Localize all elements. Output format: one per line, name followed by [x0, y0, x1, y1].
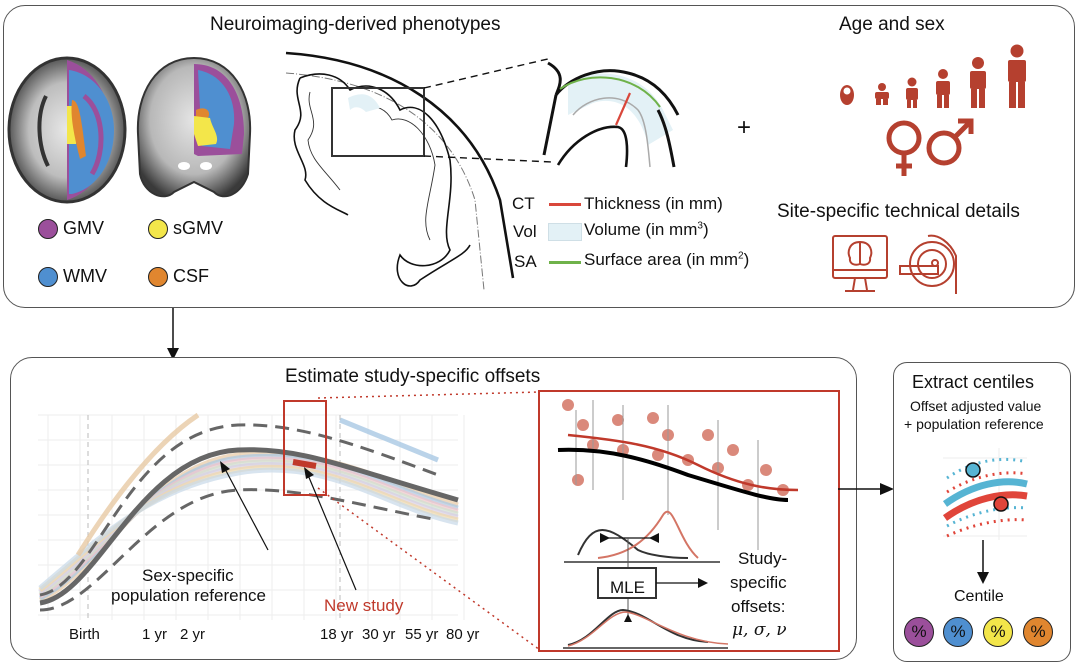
legend-csf: CSF	[148, 266, 209, 287]
plus-sign: +	[737, 114, 752, 141]
annotation-new-study: New study	[324, 596, 404, 615]
reference-fit-line	[557, 447, 789, 502]
measure-sa-swatch	[549, 261, 581, 264]
sgmv-swatch	[148, 218, 168, 239]
cortex-diagram	[285, 51, 553, 291]
adult-icon	[1008, 44, 1026, 108]
measure-sa-abbr: SA	[514, 252, 537, 271]
centiles-title: Extract centiles	[912, 372, 1035, 392]
population-reference-lower	[39, 488, 439, 612]
study-curve	[339, 417, 439, 463]
centile-arrow-down	[977, 540, 989, 584]
measure-ct-abbr: CT	[512, 194, 535, 213]
x-tick-55yr: 55 yr	[405, 626, 439, 643]
new-study-segment	[292, 459, 317, 469]
age-progression-icons	[840, 44, 1026, 108]
newborn-icon	[840, 85, 854, 105]
age-sex-title: Age and sex	[839, 14, 945, 35]
reference-annotation-arrow	[223, 466, 269, 551]
x-tick-30yr: 30 yr	[362, 626, 396, 643]
x-tick-2yr: 2 yr	[180, 626, 206, 643]
measure-vol-sup: 3	[697, 220, 703, 232]
centiles-panel	[893, 362, 1071, 662]
centiles-subtitle-2: + population reference	[904, 416, 1044, 432]
centiles-subtitle-1: Offset adjusted value	[910, 398, 1042, 414]
mle-detail	[538, 390, 840, 652]
gmv-swatch	[38, 218, 58, 239]
axial-brain-slice	[7, 56, 127, 204]
baby-icon	[875, 83, 889, 105]
legend-csf-label: CSF	[173, 266, 209, 286]
study-curve	[75, 412, 200, 557]
computer-brain-icon	[832, 235, 888, 292]
study-curve	[38, 467, 459, 590]
legend-wmv: WMV	[38, 266, 107, 287]
x-tick-birth: Birth	[69, 626, 100, 643]
male-symbol-icon	[926, 118, 974, 166]
x-tick-1yr: 1 yr	[142, 626, 168, 643]
csf-swatch	[148, 266, 168, 287]
measure-sa-text: Surface area (in mm	[584, 250, 738, 269]
centile-badge-sgmv-text: %	[990, 622, 1006, 641]
centile-badge-gmv-text: %	[911, 622, 927, 641]
measure-sa-label: Surface area (in mm2)	[584, 250, 749, 270]
measure-sa-sup: 2	[738, 250, 744, 262]
blue-data-point	[965, 462, 981, 478]
cortex-zoom-detail	[542, 61, 680, 168]
legend-sgmv-label: sGMV	[173, 218, 224, 238]
legend-wmv-label: WMV	[63, 266, 107, 286]
new-study-annotation-arrow	[307, 474, 357, 591]
flow-arrow-down	[167, 308, 179, 360]
measure-vol-text: Volume (in mm	[584, 220, 698, 239]
centile-badge-csf-text: %	[1030, 622, 1046, 641]
measure-ct-label: Thickness (in mm)	[584, 194, 723, 213]
centile-badge-wmv-text: %	[950, 622, 966, 641]
annotation-reference-line1: Sex-specific	[142, 566, 234, 585]
legend-sgmv: sGMV	[148, 218, 223, 239]
population-reference-median	[39, 447, 459, 606]
reference-annotation-arrowhead	[220, 461, 230, 473]
measure-vol-suffix: )	[702, 220, 709, 239]
measure-vol-abbr: Vol	[513, 222, 537, 241]
teen-icon	[970, 57, 986, 108]
centile-badge-sgmv: %	[983, 617, 1013, 647]
female-symbol-icon	[886, 120, 922, 176]
centile-badge-csf: %	[1023, 617, 1053, 647]
red-data-point	[993, 496, 1009, 512]
centile-badge-wmv: %	[943, 617, 973, 647]
x-tick-18yr: 18 yr	[320, 626, 354, 643]
population-reference-upper	[39, 423, 439, 597]
site-details-title: Site-specific technical details	[777, 201, 1020, 222]
mle-label: MLE	[610, 578, 645, 597]
toddler-icon	[906, 77, 918, 108]
centile-mini-chart	[942, 448, 1028, 540]
zoom-box	[283, 400, 327, 496]
growth-chart	[38, 400, 465, 620]
flow-arrow-right	[838, 483, 894, 495]
offsets-text-3: offsets:	[731, 597, 786, 616]
measure-vol-label: Volume (in mm3)	[584, 220, 709, 240]
sex-symbols	[886, 118, 974, 176]
offsets-params: μ, σ, ν	[732, 620, 787, 640]
child-icon	[936, 69, 950, 108]
measure-vol-swatch	[548, 223, 582, 241]
new-study-annotation-arrowhead	[304, 467, 314, 479]
legend-gmv: GMV	[38, 218, 104, 239]
study-fit-line	[567, 433, 799, 492]
legend-gmv-label: GMV	[63, 218, 105, 238]
mri-scanner-icon	[899, 234, 957, 294]
phenotypes-title: Neuroimaging-derived phenotypes	[210, 14, 501, 35]
centile-badge-gmv: %	[904, 617, 934, 647]
annotation-reference-line2: population reference	[111, 586, 267, 605]
offsets-text-1: Study-	[738, 549, 788, 568]
offsets-text-2: specific	[730, 573, 787, 592]
centile-label: Centile	[954, 588, 1004, 605]
coronal-brain-slice	[136, 56, 252, 198]
wmv-swatch	[38, 266, 58, 287]
x-tick-80yr: 80 yr	[446, 626, 480, 643]
measure-ct-swatch	[549, 203, 581, 206]
offsets-title: Estimate study-specific offsets	[285, 366, 541, 387]
measure-sa-suffix: )	[743, 250, 750, 269]
